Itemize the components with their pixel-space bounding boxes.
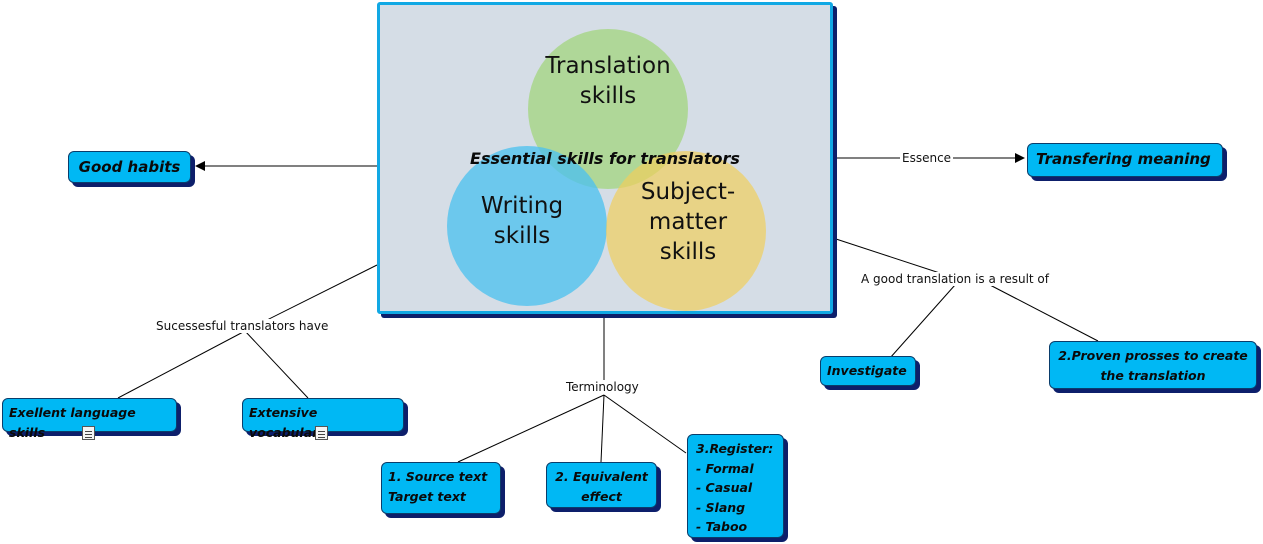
link-label-successful: Sucessesful translators have <box>154 319 331 333</box>
link-central-to-good-translation <box>835 238 956 279</box>
subject-matter-skills-circle <box>606 151 766 311</box>
node-register[interactable]: 3.Register: - Formal - Casual - Slang - … <box>687 434 784 538</box>
link-successful-to-language <box>117 330 246 399</box>
node-transfering-meaning[interactable]: Transfering meaning <box>1027 143 1223 177</box>
document-icon[interactable] <box>82 426 95 440</box>
link-terminology-to-register <box>603 394 687 454</box>
central-topic-title: Essential skills for translators <box>470 149 740 168</box>
translation-skills-circle <box>528 29 688 189</box>
node-proven-process[interactable]: 2.Proven prosses to create the translati… <box>1049 341 1257 389</box>
translation-skills-label: Translation skills <box>545 53 671 109</box>
central-topic-box[interactable]: Translation skills Writing skills Subjec… <box>377 2 833 314</box>
link-label-terminology: Terminology <box>564 380 641 394</box>
writing-skills-label: Writing skills <box>480 193 564 249</box>
document-icon[interactable] <box>315 426 328 440</box>
link-terminology-to-source <box>457 394 605 463</box>
node-investigate[interactable]: Investigate <box>820 356 916 386</box>
node-good-habits[interactable]: Good habits <box>68 151 191 183</box>
link-label-essence: Essence <box>900 151 954 165</box>
link-successful-to-vocabulary <box>244 330 309 399</box>
writing-skills-circle <box>447 146 607 306</box>
node-equivalent-effect[interactable]: 2. Equivalent effect <box>546 462 657 508</box>
link-label-good-translation: A good translation is a result of <box>859 272 1051 286</box>
link-good-translation-to-investigate <box>889 284 956 359</box>
node-source-target-text[interactable]: 1. Source text Target text <box>381 462 501 514</box>
link-good-translation-to-proven <box>989 284 1099 342</box>
link-terminology-to-equivalent <box>600 394 605 463</box>
subject-matter-skills-label: Subject- matter skills <box>640 179 736 265</box>
venn-diagram <box>447 29 766 311</box>
node-language-skills[interactable]: Exellent language skills <box>2 398 177 440</box>
